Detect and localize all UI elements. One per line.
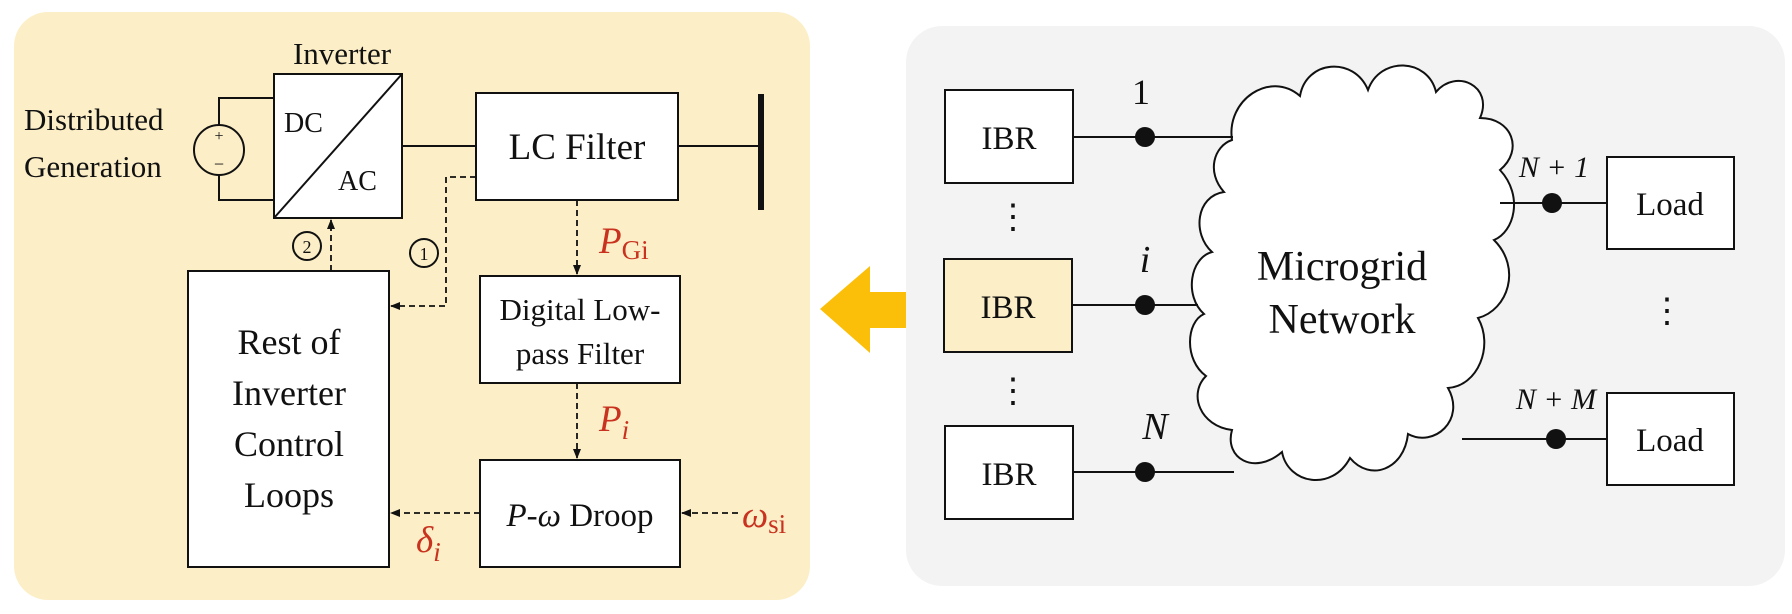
network-label-line1: Microgrid <box>1257 244 1427 290</box>
ibr-box-middle <box>943 258 1073 353</box>
node-dot-1 <box>1135 127 1155 147</box>
load-box-bottom <box>1606 392 1735 486</box>
control-loops-line3: Control <box>234 424 344 464</box>
signal-label-pg: PGi <box>598 221 649 265</box>
svg-text:1: 1 <box>420 244 429 264</box>
control-loops-block <box>187 270 390 568</box>
vdots-right: ⋮ <box>1650 293 1684 330</box>
microgrid-cloud-icon <box>1189 64 1516 482</box>
signal-label-omega: ωsi <box>742 495 786 539</box>
ibr-label-bottom: IBR <box>981 457 1036 493</box>
droop-block <box>479 459 681 568</box>
control-loops-line2: Inverter <box>232 373 346 413</box>
ibr-label-top: IBR <box>981 121 1036 157</box>
droop-label: P-ω Droop <box>505 498 653 534</box>
source-wire-top <box>218 97 274 125</box>
signal-1-measurement <box>390 176 476 310</box>
svg-text:2: 2 <box>303 237 312 257</box>
node-label-n1: N + 1 <box>1518 151 1589 184</box>
node-dot-nm <box>1546 429 1566 449</box>
lowpass-label-line2: pass Filter <box>516 336 645 371</box>
node-label-i: i <box>1140 239 1151 281</box>
marker-1-icon: 1 <box>409 238 439 268</box>
inverter-block: DC AC <box>273 73 403 219</box>
zoom-arrow-icon <box>820 266 937 353</box>
vdots-lower: ⋮ <box>996 373 1030 410</box>
lc-filter-label: LC Filter <box>509 127 646 168</box>
signal-label-delta: δi <box>416 520 441 567</box>
load-box-top <box>1606 156 1735 250</box>
control-loops-line4: Loops <box>244 475 334 515</box>
node-label-1: 1 <box>1132 72 1150 112</box>
source-wire-bottom <box>218 175 274 201</box>
lowpass-filter-block <box>479 275 681 384</box>
node-dot-n <box>1135 462 1155 482</box>
dg-label-line1: Distributed <box>24 102 164 137</box>
load-label-top: Load <box>1636 187 1704 223</box>
inverter-dc-label: DC <box>284 108 323 139</box>
load-label-bottom: Load <box>1636 423 1704 459</box>
lowpass-label-line1: Digital Low- <box>500 292 661 327</box>
marker-2-icon: 2 <box>292 231 322 261</box>
node-dot-n1 <box>1542 193 1562 213</box>
network-label-line2: Network <box>1269 297 1416 343</box>
node-dot-i <box>1135 295 1155 315</box>
signal-label-p: Pi <box>598 399 629 445</box>
source-minus-sign: − <box>214 154 224 174</box>
inverter-label: Inverter <box>293 36 392 71</box>
ibr-label-middle: IBR <box>980 290 1035 326</box>
dg-label-line2: Generation <box>24 149 162 184</box>
source-plus-sign: + <box>214 128 223 145</box>
ibr-box-bottom <box>944 425 1074 520</box>
node-label-n: N <box>1141 406 1170 448</box>
node-label-nm: N + M <box>1515 383 1598 416</box>
control-loops-line1: Rest of <box>238 322 341 362</box>
inverter-ac-label: AC <box>338 166 377 197</box>
lc-filter-block <box>475 92 679 201</box>
vdots-upper: ⋮ <box>996 199 1030 236</box>
